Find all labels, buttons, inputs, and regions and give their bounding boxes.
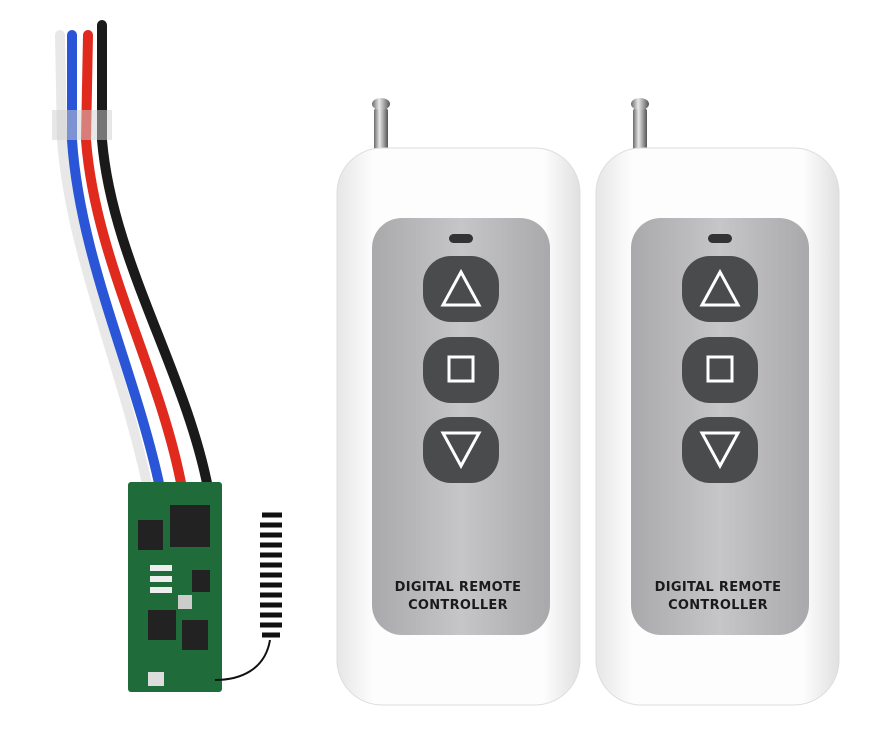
label-line-1: DIGITAL REMOTE	[394, 580, 522, 595]
receiver-antenna-coil	[214, 512, 282, 681]
label-line-2: CONTROLLER	[668, 598, 768, 613]
receiver-board	[128, 482, 222, 692]
label-line-2: CONTROLLER	[408, 598, 508, 613]
remote-2-label: DIGITAL REMOTE CONTROLLER	[618, 579, 818, 615]
receiver-wires	[52, 20, 213, 493]
label-line-1: DIGITAL REMOTE	[654, 580, 782, 595]
remote-1-label: DIGITAL REMOTE CONTROLLER	[358, 579, 558, 615]
